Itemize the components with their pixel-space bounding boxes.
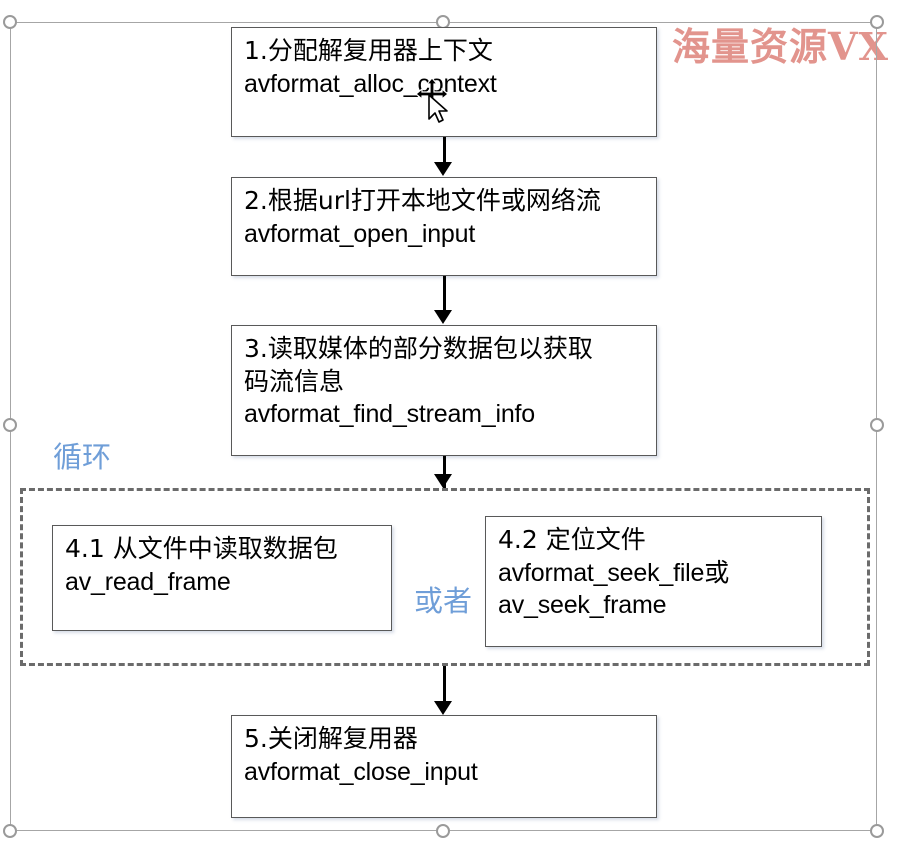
flow-node-step3-line-2: 码流信息 (244, 366, 345, 396)
arrow-loop-to-5-line (443, 666, 446, 708)
flow-node-step1[interactable]: 1.分配解复用器上下文 avformat_alloc_context (231, 27, 657, 137)
arrow-2-to-3-line (443, 276, 446, 317)
flow-node-step5-line-2: avformat_close_input (244, 757, 478, 786)
loop-region-dashed-box[interactable] (20, 488, 870, 666)
watermark-text: 海量资源VX (672, 24, 889, 69)
flow-node-step42[interactable]: 4.2 定位文件 avformat_seek_file或 av_seek_fra… (485, 516, 822, 647)
selection-handle-bottom-center[interactable] (436, 824, 450, 838)
flow-node-step1-line-2: avformat_alloc_context (244, 69, 497, 98)
flow-node-step41-line-1: 4.1 从文件中读取数据包 (65, 534, 338, 563)
flow-node-step3-line-1: 3.读取媒体的部分数据包以获取 (244, 334, 593, 363)
selection-handle-bottom-right[interactable] (870, 824, 884, 838)
flow-node-step1-line-1: 1.分配解复用器上下文 (244, 36, 493, 65)
loop-label: 循环 (53, 440, 112, 474)
flow-node-step42-line-3: av_seek_frame (498, 591, 667, 619)
selection-handle-top-left[interactable] (3, 15, 17, 29)
arrow-1-to-2-line (443, 137, 446, 169)
selection-handle-middle-left[interactable] (3, 418, 17, 432)
flow-node-step2[interactable]: 2.根据url打开本地文件或网络流 avformat_open_input (231, 177, 657, 276)
flow-node-step5[interactable]: 5.关闭解复用器 avformat_close_input (231, 715, 657, 818)
arrow-2-to-3-head (434, 310, 452, 324)
or-label: 或者 (414, 584, 473, 618)
arrow-3-to-loop-line (443, 456, 446, 488)
arrow-3-to-loop-head (434, 474, 452, 488)
flow-node-step41[interactable]: 4.1 从文件中读取数据包 av_read_frame (52, 525, 392, 631)
flow-node-step41-line-2: av_read_frame (65, 567, 231, 596)
flow-node-step3[interactable]: 3.读取媒体的部分数据包以获取 码流信息 avformat_find_strea… (231, 325, 657, 456)
selection-handle-bottom-left[interactable] (3, 824, 17, 838)
flow-node-step2-line-2: avformat_open_input (244, 219, 476, 248)
flow-node-step42-line-1: 4.2 定位文件 (498, 525, 646, 554)
flow-node-step2-line-1: 2.根据url打开本地文件或网络流 (244, 186, 601, 215)
selection-handle-top-right[interactable] (870, 15, 884, 29)
flow-node-step42-line-2: avformat_seek_file或 (498, 558, 730, 587)
arrow-1-to-2-head (434, 162, 452, 176)
arrow-loop-to-5-head (434, 701, 452, 715)
flow-node-step5-line-1: 5.关闭解复用器 (244, 724, 418, 753)
selection-handle-middle-right[interactable] (870, 418, 884, 432)
flow-node-step3-line-3: avformat_find_stream_info (244, 400, 535, 428)
